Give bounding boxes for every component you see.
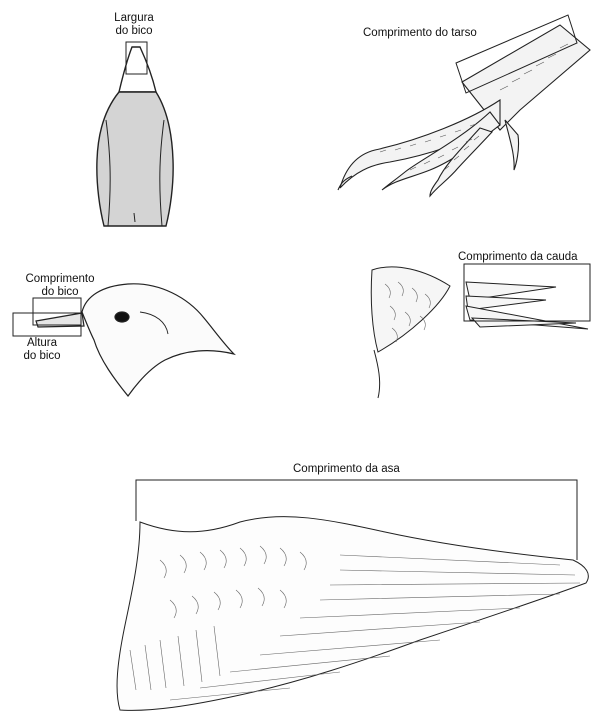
beak-width-label-line2: do bico bbox=[99, 25, 169, 38]
wing-length-label: Comprimento da asa bbox=[293, 463, 400, 476]
beak-height-label-line2: do bico bbox=[14, 350, 70, 363]
beak-width-label: Largura do bico bbox=[99, 12, 169, 38]
tarsus-length-label: Comprimento do tarso bbox=[363, 27, 477, 40]
eye bbox=[115, 312, 129, 322]
beak-width-label-line1: Largura bbox=[99, 12, 169, 25]
beak-height-label-line1: Altura bbox=[14, 337, 70, 350]
foot-illustration bbox=[338, 25, 590, 196]
beak-length-label: Comprimento do bico bbox=[15, 273, 105, 299]
wing-illustration bbox=[117, 517, 588, 711]
tail-illustration bbox=[371, 267, 588, 398]
beak-length-label-line1: Comprimento bbox=[15, 273, 105, 286]
beak-height-label: Altura do bico bbox=[14, 337, 70, 363]
tail-length-label: Comprimento da cauda bbox=[458, 251, 578, 264]
beak-length-label-line2: do bico bbox=[15, 286, 105, 299]
